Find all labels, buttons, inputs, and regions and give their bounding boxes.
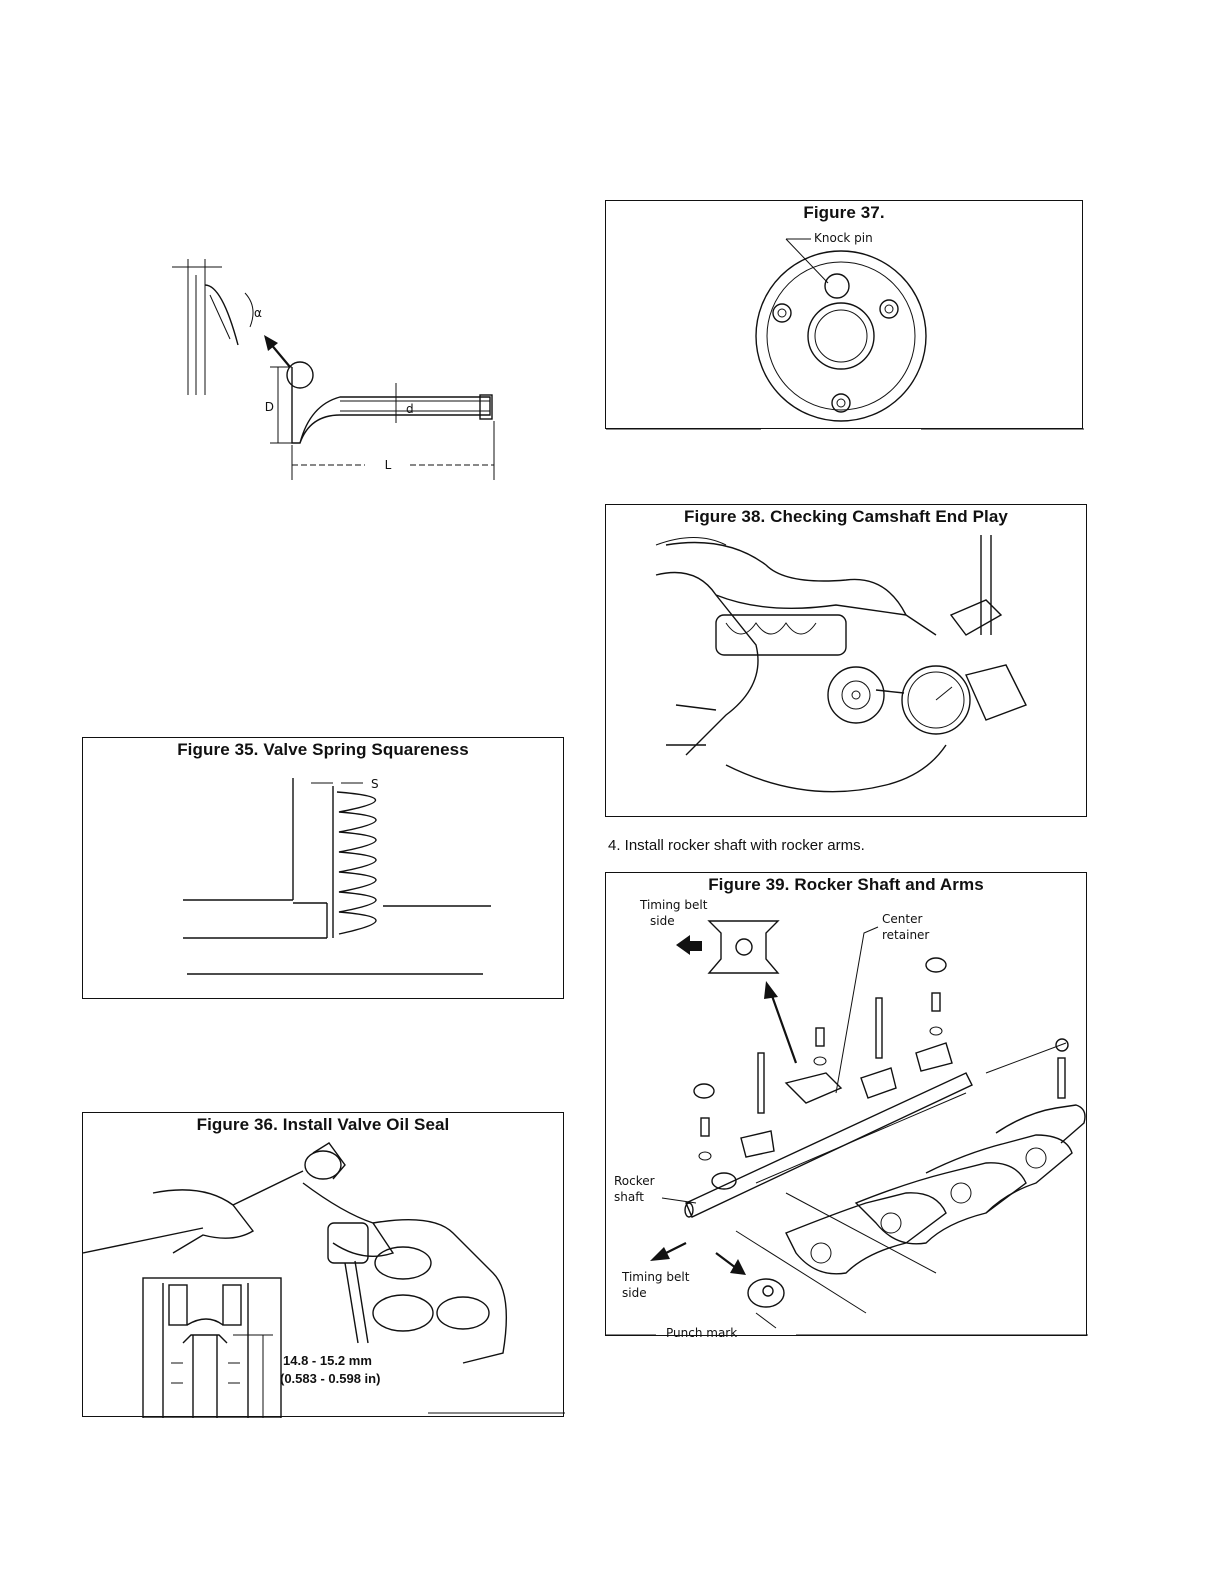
alpha-label: α: [254, 306, 262, 320]
figure-37-title: Figure 37.: [803, 203, 885, 222]
L-label: L: [385, 458, 392, 472]
seal-height-mm: 14.8 - 15.2 mm: [283, 1353, 372, 1368]
figure-39-title: Figure 39. Rocker Shaft and Arms: [708, 875, 984, 894]
figure-36-title: Figure 36. Install Valve Oil Seal: [196, 1115, 450, 1134]
rocker-shaft-drawing: Timing belt side Center retainer Rocker …: [606, 898, 1088, 1337]
figure-36: Figure 36. Install Valve Oil Seal 14.8 -…: [82, 1112, 565, 1418]
center-retainer-label-line2: retainer: [882, 928, 929, 942]
camshaft-pulley-drawing: Knock pin: [606, 231, 1084, 430]
camshaft-end-play-drawing: [655, 535, 1027, 793]
figure-37: Figure 37. Knock pin: [605, 200, 1084, 430]
seal-height-in: (0.583 - 0.598 in): [280, 1371, 380, 1386]
knock-pin-label: Knock pin: [814, 231, 873, 245]
figure-35: Figure 35. Valve Spring Squareness S: [82, 737, 564, 999]
D-label: D: [265, 400, 274, 414]
step-4-instruction: 4. Install rocker shaft with rocker arms…: [608, 837, 865, 854]
timing-belt-bottom-label-line1: Timing belt: [621, 1270, 690, 1284]
figure-38: Figure 38. Checking Camshaft End Play: [605, 504, 1087, 817]
rocker-shaft-label-line1: Rocker: [614, 1174, 655, 1188]
rocker-shaft-label-line2: shaft: [614, 1190, 644, 1204]
figure-38-title: Figure 38. Checking Camshaft End Play: [684, 507, 1008, 526]
timing-belt-top-label-line1: Timing belt: [639, 898, 708, 912]
punch-mark-label: Punch mark: [666, 1326, 737, 1337]
center-retainer-label-line1: Center: [882, 912, 922, 926]
valve-spring-squareness-drawing: S: [183, 777, 491, 975]
figure-39: Figure 39. Rocker Shaft and Arms Timing …: [605, 872, 1088, 1337]
d-label: d: [406, 402, 414, 416]
timing-belt-bottom-label-line2: side: [622, 1286, 647, 1300]
timing-belt-top-label-line2: side: [650, 914, 675, 928]
s-label: S: [371, 777, 379, 791]
valve-dimension-diagram: α d D L: [172, 259, 495, 480]
figure-35-title: Figure 35. Valve Spring Squareness: [177, 740, 469, 759]
valve-oil-seal-drawing: 14.8 - 15.2 mm (0.583 - 0.598 in): [83, 1142, 565, 1418]
